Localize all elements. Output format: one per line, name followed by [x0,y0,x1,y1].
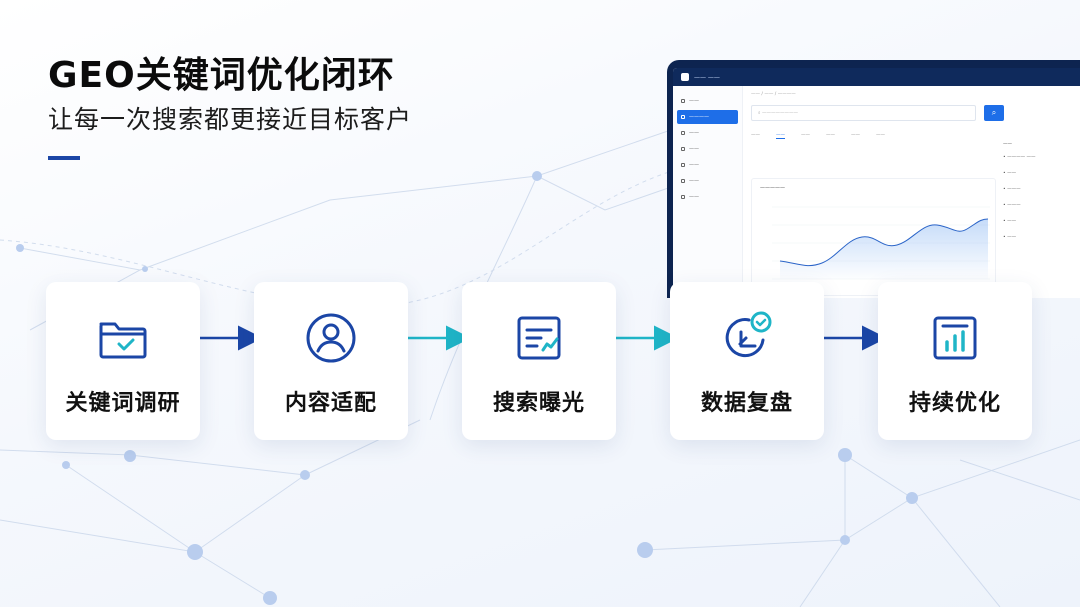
flow-step-label: 持续优化 [908,391,1001,416]
dashboard-nav-item: —— [677,174,738,188]
dashboard-line-chart: ————— [751,178,996,296]
folder-check-icon [99,322,147,359]
laptop-dashboard-illustration: —— —— ▲ —— ———— —— —— —— —— —— —— / —— /… [667,60,1080,298]
document-edit-icon [517,316,561,360]
page-subtitle: 让每一次搜索都更接近目标客户 [48,105,413,134]
chart-check-icon [725,311,772,358]
dashboard-nav-item: —— [677,94,738,108]
flow-step-continuous-optimization: 持续优化 [878,282,1032,440]
page-title: GEO关键词优化闭环 [48,55,395,96]
flow-step-keyword-research: 关键词调研 [46,282,200,440]
dashboard-logo-icon [681,73,689,81]
user-circle-icon [306,313,356,363]
flow-step-label: 数据复盘 [700,391,793,416]
dashboard-nav-item: —— [677,126,738,140]
title-accent-bar [48,156,80,160]
flow-step-label: 关键词调研 [65,391,181,416]
dashboard-nav-item-active: ———— [677,110,738,124]
dashboard-breadcrumb: —— / —— / ———— [751,92,796,97]
laptop-screen: —— —— ▲ —— ———— —— —— —— —— —— —— / —— /… [673,68,1080,298]
dashboard-chart-title-placeholder: ————— [760,185,785,191]
flow-step-data-review: 数据复盘 [670,282,824,440]
dashboard-topbar: —— —— ▲ [673,68,1080,86]
dashboard-chart-svg [772,206,990,280]
flow-step-label: 搜索曝光 [492,391,585,416]
flow-step-search-exposure: 搜索曝光 [462,282,616,440]
bar-chart-icon [933,316,977,360]
dashboard-title-placeholder: —— —— [694,73,720,81]
dashboard-tabs: ———————————— [751,133,885,139]
dashboard-nav-item: —— [677,142,738,156]
dashboard-search-icon: ⌕ [984,105,1004,121]
dashboard-nav-item: —— [677,158,738,172]
dashboard-search-box: ⌕ ———————— [751,105,976,121]
flow-step-label: 内容适配 [284,391,377,416]
dashboard-nav-item: —— [677,190,738,204]
dashboard-content: —— / —— / ———— ⌕ ———————— ⌕ ————————————… [751,86,1080,298]
flow-step-content-adaptation: 内容适配 [254,282,408,440]
dashboard-right-panel: —— • ———— —— • —— • ——— • ——— • —— • —— [1003,142,1036,240]
dashboard-sidebar: —— ———— —— —— —— —— —— [673,86,743,298]
